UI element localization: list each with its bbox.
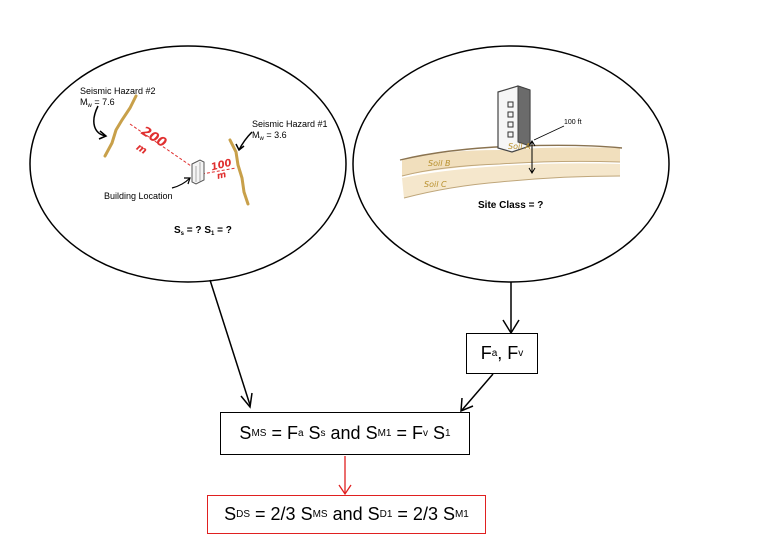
soil-layer-b-band	[402, 147, 620, 176]
hazard2-pointer-arrow	[93, 105, 107, 137]
distance-line-100	[201, 167, 237, 175]
hazard2-title: Seismic Hazard #2	[80, 86, 156, 96]
soil-b-label: Soil B	[428, 159, 451, 168]
hazard1-pointer-arrow	[238, 131, 253, 151]
site-class-label: Site Class = ?	[478, 200, 544, 211]
arrow-sms-to-sds-head	[338, 484, 352, 496]
soil-boundary-ab	[401, 160, 621, 177]
hazard1-title: Seismic Hazard #1	[252, 119, 328, 129]
soil-boundary-bc	[403, 175, 621, 199]
fault-line-1	[228, 138, 250, 206]
hazard1-magnitude: Mw = 3.6	[252, 130, 287, 142]
depth-arrow-top-head	[528, 140, 536, 147]
depth-label: 100 ft	[564, 119, 582, 126]
tall-building-icon	[497, 85, 531, 153]
building-location-label: Building Location	[104, 191, 173, 201]
arrow-fafv-to-sms	[461, 373, 494, 411]
hazard1-pointer-head	[235, 143, 245, 152]
depth-label-leader	[533, 125, 565, 141]
arrow-fafv-to-sms-head	[460, 397, 474, 413]
arrow-left-to-sms-head	[240, 392, 253, 409]
building-icon	[191, 159, 205, 185]
arrow-left-to-sms	[209, 279, 251, 406]
building-pointer-arrow	[171, 177, 191, 189]
hazard2-magnitude: Mw = 7.6	[80, 97, 115, 109]
soil-a-label: Soil A	[508, 142, 531, 151]
distance-line-200	[129, 123, 195, 169]
left-scene-circle	[29, 45, 347, 283]
spectral-question-label: Ss = ? S1 = ?	[174, 225, 232, 237]
fault-line-2	[103, 94, 138, 158]
soil-c-label: Soil C	[424, 180, 447, 189]
building-pointer-head	[184, 177, 191, 185]
right-scene-circle	[352, 45, 670, 283]
depth-arrow-bottom-head	[528, 167, 536, 174]
hazard2-pointer-head	[98, 130, 108, 140]
